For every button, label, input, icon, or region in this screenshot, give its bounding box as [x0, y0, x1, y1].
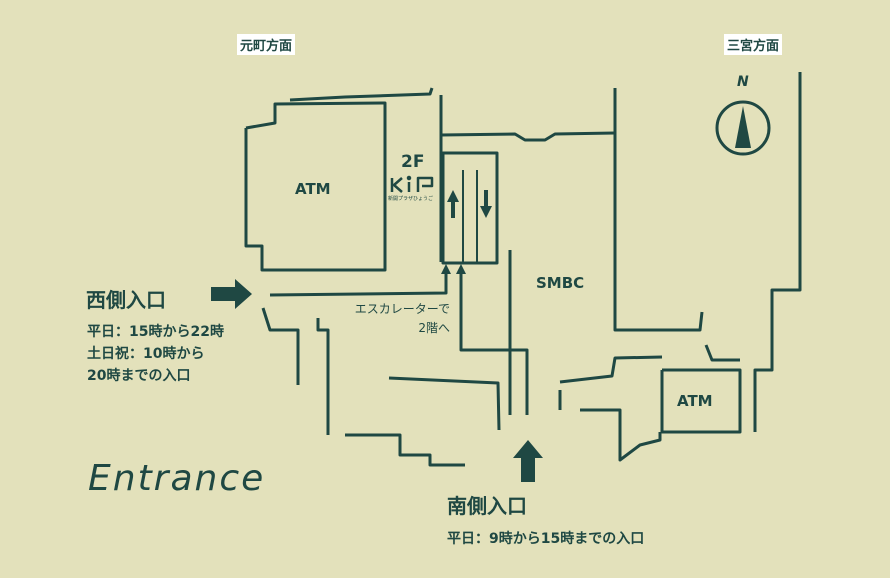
- escalator-note-line2: 2階へ: [418, 321, 450, 335]
- route-west: [269, 264, 451, 297]
- route-south: [456, 264, 529, 415]
- west-entrance-hours: 平日：15時から22時 土日祝：10時から 20時までの入口: [87, 321, 224, 387]
- atm-right-label: ATM: [677, 392, 713, 410]
- atm-left-label: ATM: [295, 180, 331, 198]
- south-entrance-hours: 平日：9時から15時までの入口: [447, 531, 645, 547]
- escalator: [441, 151, 499, 265]
- west-entrance-arrow-icon: [211, 279, 252, 309]
- west-hours-line: 20時までの入口: [87, 368, 191, 384]
- kip-logo: [390, 175, 434, 193]
- north-arrow-icon: [715, 100, 771, 156]
- smbc-label: SMBC: [536, 274, 585, 292]
- west-hours-line: 土日祝：10時から: [87, 346, 205, 362]
- escalator-up-icon: [447, 190, 459, 218]
- map-walls: [244, 72, 802, 467]
- direction-motomachi: 元町方面: [237, 34, 296, 55]
- south-entrance-title: 南側入口: [447, 494, 527, 518]
- floor-label: 2F: [401, 152, 425, 172]
- direction-sannomiya: 三宮方面: [724, 34, 783, 55]
- compass-label: N: [737, 74, 749, 90]
- west-hours-line: 平日：15時から22時: [87, 324, 224, 340]
- west-entrance-title: 西側入口: [86, 288, 166, 312]
- kip-logo-subtitle: 新開プラザひょうご: [388, 196, 434, 202]
- south-entrance-arrow-icon: [513, 440, 543, 482]
- escalator-note: エスカレーターで 2階へ: [338, 300, 450, 338]
- escalator-down-icon: [480, 190, 492, 218]
- entrance-heading: Entrance: [88, 458, 266, 499]
- escalator-note-line1: エスカレーターで: [354, 302, 450, 316]
